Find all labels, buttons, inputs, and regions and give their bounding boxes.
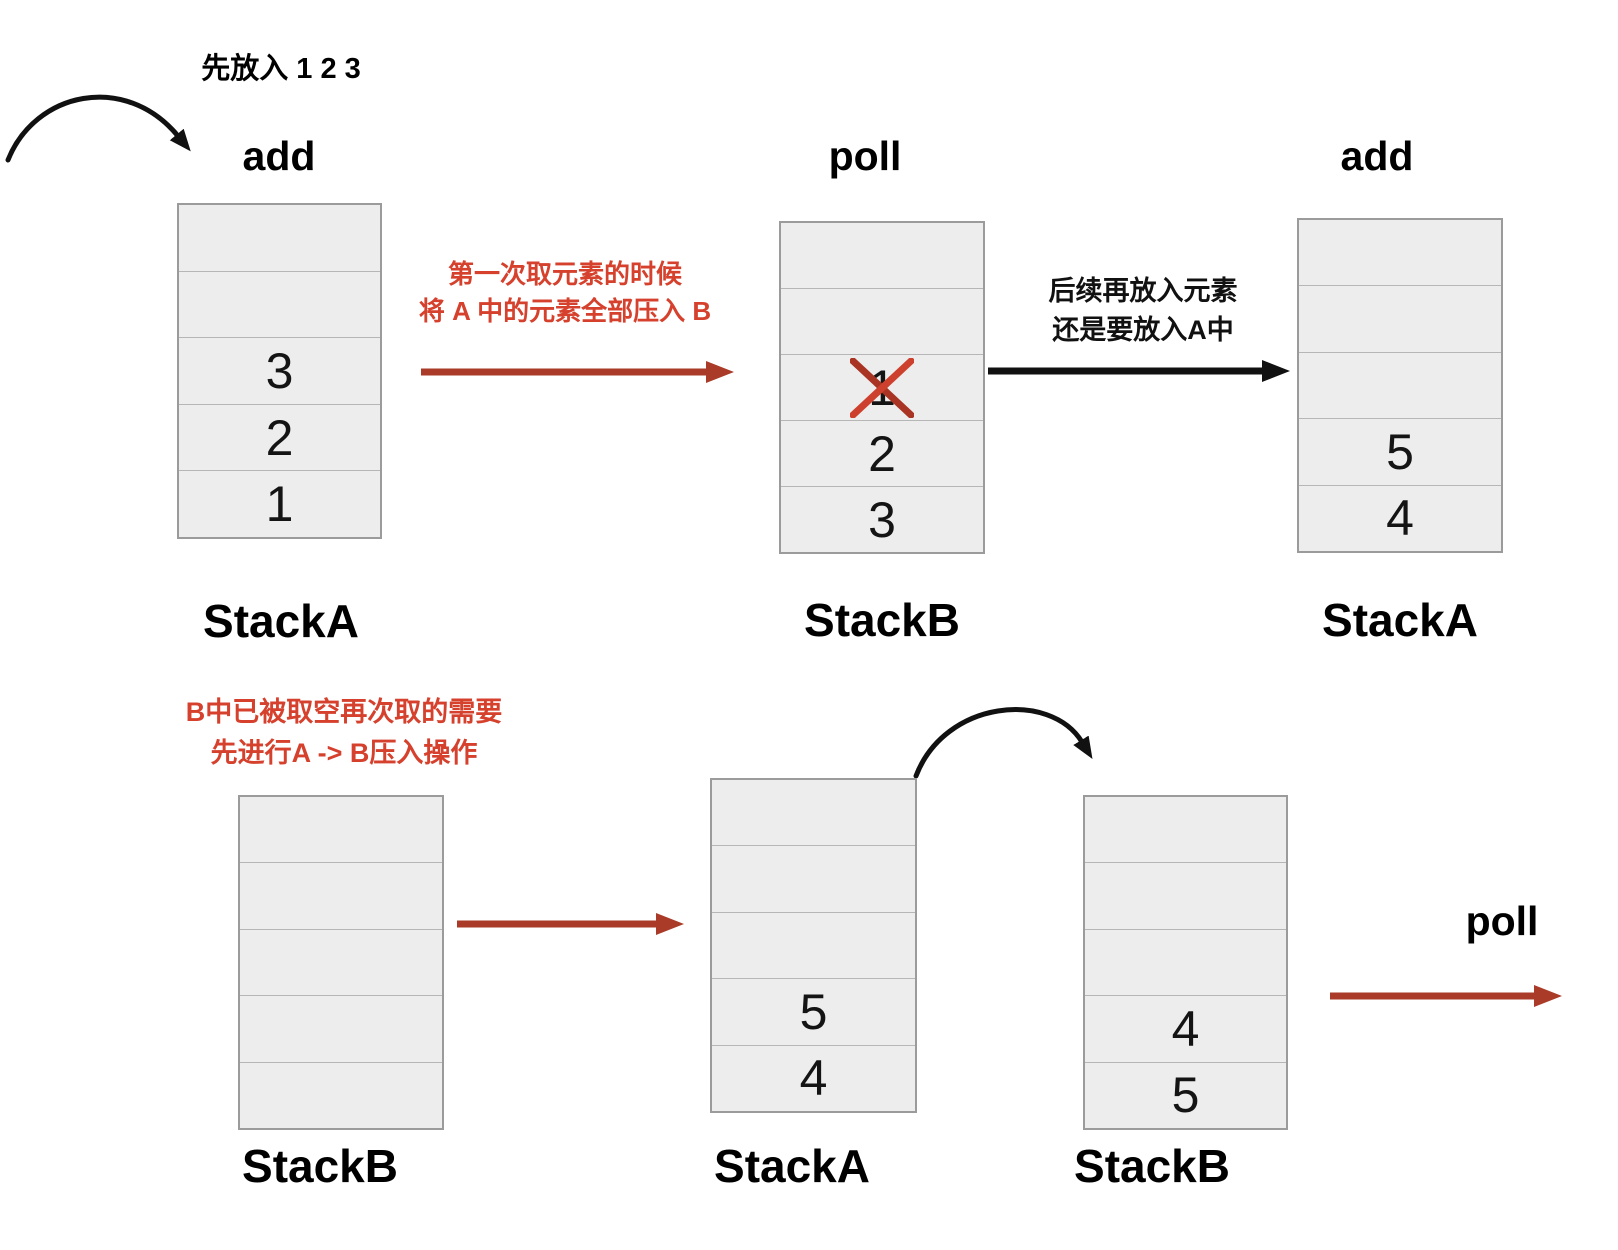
stack-cell: 4	[1085, 996, 1286, 1063]
stack-cell	[1085, 863, 1286, 930]
stack-a-top-right-label: StackA	[1322, 594, 1478, 646]
stack-cell	[712, 780, 915, 847]
stack-cell	[240, 1062, 442, 1129]
stack-b-top: 1 2 3	[779, 221, 985, 554]
stack-cell	[781, 289, 983, 355]
stack-b-bottom-left	[238, 795, 444, 1130]
stack-b-bottom-left-label: StackB	[242, 1140, 398, 1192]
stack-cell	[240, 797, 442, 864]
first-poll-note: 第一次取元素的时候 将 A 中的元素全部压入 B	[419, 256, 711, 330]
cell-value: 5	[1386, 423, 1414, 480]
stack-cell	[712, 912, 915, 980]
first-poll-note-line2: 将 A 中的元素全部压入 B	[418, 296, 712, 326]
intro-note: 先放入 1 2 3	[201, 53, 361, 85]
stack-cell: 2	[781, 421, 983, 487]
stack-cell	[1299, 286, 1501, 353]
op-label-add-2: add	[1340, 133, 1414, 179]
stack-cell: 5	[1085, 1062, 1286, 1129]
cell-value: 1	[868, 359, 896, 416]
cell-value: 3	[868, 491, 896, 548]
stack-cell	[240, 996, 442, 1063]
stack-cell	[240, 863, 442, 930]
stack-cell	[1299, 220, 1501, 287]
stack-a-top-label: StackA	[203, 595, 359, 647]
stack-cell: 1	[179, 471, 380, 537]
empty-b-note: B中已被取空再次取的需要 先进行A -> B压入操作	[186, 692, 503, 774]
stack-cell	[781, 223, 983, 289]
empty-b-note-line2: 先进行A -> B压入操作	[210, 738, 478, 768]
cell-value: 1	[265, 476, 294, 533]
cell-value: 4	[1386, 490, 1414, 547]
cell-value: 4	[799, 1050, 828, 1107]
stack-cell	[1085, 929, 1286, 997]
stack-cell: 4	[712, 1045, 915, 1112]
stack-cell	[712, 846, 915, 913]
stack-b-bottom-right: 4 5	[1083, 795, 1288, 1130]
stack-cell	[179, 271, 380, 339]
op-label-add-1: add	[242, 133, 316, 179]
cell-value: 4	[1171, 1000, 1200, 1057]
stack-cell: 3	[781, 487, 983, 552]
stack-b-top-label: StackB	[804, 594, 960, 646]
stack-cell: 5	[712, 979, 915, 1046]
stack-a-top-right: 5 4	[1297, 218, 1503, 553]
op-label-poll-2: poll	[1465, 898, 1539, 944]
add-again-note-line2: 还是要放入A中	[1052, 315, 1234, 345]
cell-value: 5	[1171, 1067, 1200, 1124]
cell-value: 2	[868, 425, 896, 482]
stack-a-top: 3 2 1	[177, 203, 382, 539]
curved-transfer-arrow	[913, 707, 1093, 779]
stack-cell	[179, 205, 380, 272]
empty-b-note-line1: B中已被取空再次取的需要	[185, 697, 503, 727]
stack-cell: 5	[1299, 419, 1501, 486]
stack-a-bottom-label: StackA	[714, 1140, 870, 1192]
stack-cell: 3	[179, 338, 380, 405]
stack-cell: 4	[1299, 485, 1501, 552]
add-again-note-line1: 后续再放入元素	[1048, 276, 1238, 306]
stack-b-bottom-right-label: StackB	[1074, 1140, 1230, 1192]
add-again-note: 后续再放入元素 还是要放入A中	[1049, 272, 1238, 350]
first-poll-note-line1: 第一次取元素的时候	[447, 259, 683, 289]
op-label-poll-1: poll	[828, 133, 902, 179]
stack-cell	[240, 929, 442, 997]
cell-value: 5	[799, 983, 828, 1040]
curved-add-arrow	[5, 94, 191, 163]
stack-cell	[1085, 797, 1286, 864]
stack-a-bottom: 5 4	[710, 778, 917, 1113]
stack-cell-crossed: 1	[781, 355, 983, 421]
cell-value: 2	[265, 409, 294, 466]
stack-cell	[1299, 352, 1501, 420]
stack-cell: 2	[179, 404, 380, 472]
cell-value: 3	[265, 342, 294, 399]
